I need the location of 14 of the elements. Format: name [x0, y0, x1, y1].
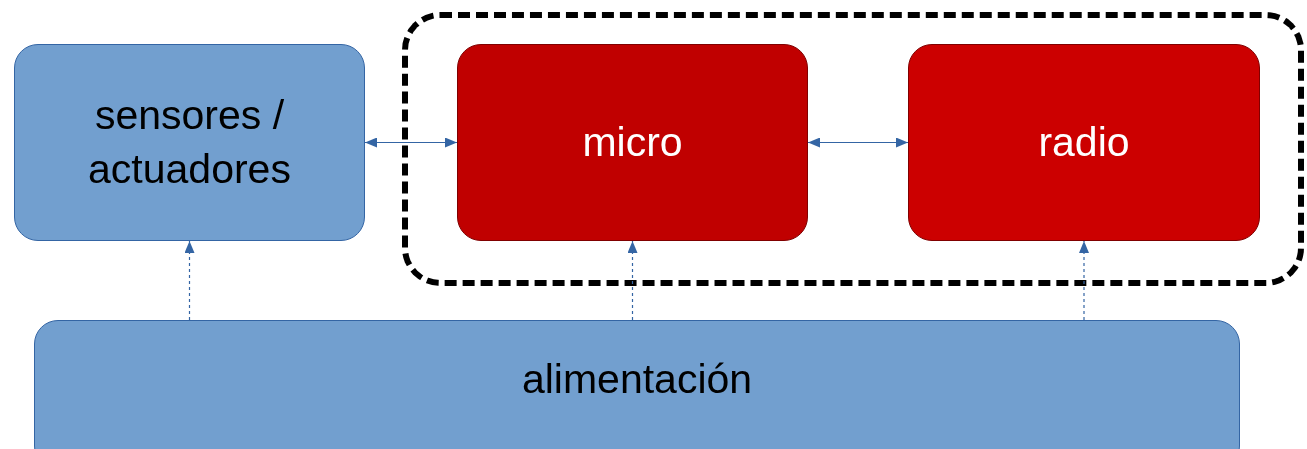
block-label: radio [1037, 117, 1131, 167]
block-box [14, 44, 365, 241]
arrow [184, 240, 195, 321]
block-box [34, 320, 1240, 449]
dashed-group-outline [402, 12, 1304, 286]
block-box [457, 44, 808, 241]
arrow [627, 240, 638, 321]
arrow [364, 137, 458, 148]
arrow [1079, 240, 1089, 321]
block-label: alimentación [520, 355, 754, 404]
arrow [807, 137, 909, 148]
block-label: micro [581, 117, 684, 167]
block-label: sensores / actuadores [87, 91, 292, 194]
block-box [908, 44, 1260, 241]
